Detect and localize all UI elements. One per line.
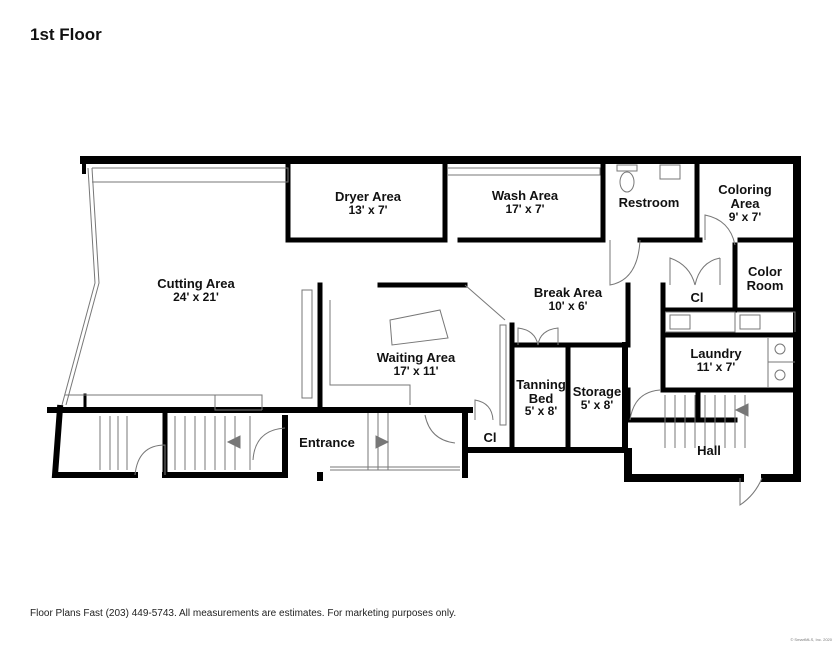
svg-text:10' x 6': 10' x 6': [548, 299, 587, 313]
svg-text:13' x 7': 13' x 7': [348, 203, 387, 217]
room-restroom: Restroom: [619, 195, 680, 210]
doors: [134, 214, 763, 506]
svg-text:17' x 7': 17' x 7': [505, 202, 544, 216]
room-break-area: Break Area: [534, 285, 603, 300]
copyright: © SmartMLS, Inc. 2020: [790, 637, 832, 642]
arrow-left-icon: [226, 435, 241, 449]
svg-text:Area: Area: [731, 196, 761, 211]
svg-text:24' x 21': 24' x 21': [173, 290, 219, 304]
stairs: [99, 395, 749, 470]
room-color-room: Color: [748, 264, 782, 279]
svg-text:Room: Room: [747, 278, 784, 293]
windows: [61, 164, 796, 471]
room-waiting-area: Waiting Area: [377, 350, 456, 365]
svg-text:5' x 8': 5' x 8': [525, 404, 558, 418]
dryer-icon: [774, 343, 786, 355]
sink-icon: [739, 314, 761, 330]
room-laundry: Laundry: [690, 346, 742, 361]
room-hall: Hall: [697, 443, 721, 458]
room-coloring-area: Coloring: [718, 182, 771, 197]
sink-icon: [669, 314, 691, 330]
svg-text:9' x 7': 9' x 7': [729, 210, 762, 224]
room-closet: Cl: [484, 430, 497, 445]
toilet-icon: [619, 171, 635, 193]
walls: [47, 156, 801, 482]
room-dryer-area: Dryer Area: [335, 189, 402, 204]
washer-icon: [774, 369, 786, 381]
svg-text:Bed: Bed: [529, 391, 554, 406]
room-closet: Cl: [691, 290, 704, 305]
svg-text:17' x 11': 17' x 11': [393, 364, 438, 378]
room-storage: Storage: [573, 384, 621, 399]
reception-desk-icon: [389, 309, 449, 346]
room-wash-area: Wash Area: [492, 188, 559, 203]
arrow-left-icon: [734, 403, 749, 417]
room-tanning-bed: Tanning: [516, 377, 566, 392]
footer-note: Floor Plans Fast (203) 449-5743. All mea…: [30, 608, 457, 619]
room-entrance: Entrance: [299, 435, 355, 450]
arrow-right-icon: [375, 435, 390, 449]
floor-title: 1st Floor: [30, 25, 102, 44]
svg-text:5' x 8': 5' x 8': [581, 398, 614, 412]
room-labels: Cutting Area 24' x 21' Dryer Area 13' x …: [157, 182, 783, 458]
room-cutting-area: Cutting Area: [157, 276, 235, 291]
svg-text:11' x 7': 11' x 7': [697, 360, 736, 374]
sink-icon: [659, 164, 681, 180]
